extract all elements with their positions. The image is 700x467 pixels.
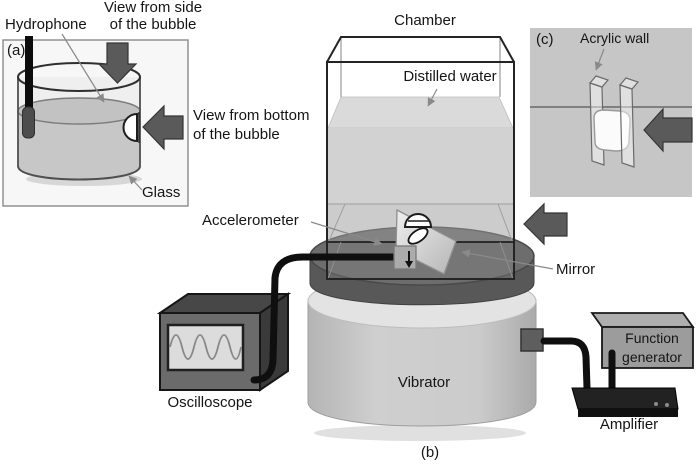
distilled-water-leader: [427, 88, 438, 107]
label-function-generator-line1: Function: [625, 330, 679, 346]
acrylic-wall-leader: [594, 48, 605, 71]
mirror-leader: [461, 249, 554, 270]
vibrator-amplifier-cable: [540, 337, 591, 392]
water-surface: [327, 96, 514, 129]
function-generator: [590, 312, 695, 369]
label-vibrator: Vibrator: [397, 374, 451, 391]
glass-water-body: [18, 111, 140, 180]
label-distilled-water: Distilled water: [403, 68, 497, 85]
glass-bottom: [17, 165, 141, 181]
label-mirror: Mirror: [556, 261, 596, 278]
accelerometer-leader: [310, 221, 383, 246]
vibrator-shadow: [314, 425, 526, 441]
label-view-bottom-line1: View from bottom: [193, 107, 310, 124]
glass-rim: [17, 62, 141, 92]
label-accelerometer: Accelerometer: [202, 212, 299, 229]
panel-c: [530, 28, 693, 197]
leader-lines: [61, 33, 605, 270]
amplifier: [571, 387, 679, 417]
label-acrylic-wall: Acrylic wall: [580, 30, 650, 46]
chamber-outline: [326, 36, 515, 280]
amplifier-front: [578, 409, 678, 417]
label-chamber: Chamber: [394, 12, 456, 29]
oscilloscope: [156, 292, 292, 392]
hydrophone-rod: [25, 36, 33, 110]
label-view-side: View from side of the bubble: [104, 0, 202, 33]
vibrator-body: [307, 299, 537, 427]
view-side-arrow: [97, 42, 138, 84]
function-generator-top: [590, 312, 695, 328]
view-bottom-arrow: [142, 104, 184, 151]
water-body: [328, 128, 513, 204]
panel-a-tag: (a): [7, 42, 26, 59]
bubble-reflection: [407, 227, 429, 245]
label-function-generator-line2: generator: [622, 349, 682, 365]
panel-c-tag: (c): [536, 31, 554, 48]
amplifier-led-2: [665, 403, 669, 407]
accelerometer-cable: [250, 253, 400, 384]
hydrophone-tip: [22, 106, 35, 139]
label-oscilloscope: Oscilloscope: [167, 394, 253, 411]
accelerometer-arrow-head: [405, 261, 413, 268]
vibrator-connector: [520, 328, 544, 352]
chamber-view-arrow: [523, 202, 568, 246]
amplifier-top: [571, 387, 679, 410]
chamber-thin-lines: [328, 203, 513, 242]
mirror-assembly: [393, 208, 457, 275]
label-view-bottom-line2: of the bubble: [193, 126, 280, 143]
side-bubble: [122, 112, 138, 143]
panel-a: [2, 36, 189, 207]
label-glass: Glass: [142, 184, 181, 201]
chamber-back-edges: [340, 37, 501, 97]
glass-leader: [128, 175, 143, 191]
glass-water-surface: [17, 97, 141, 125]
label-amplifier: Amplifier: [599, 416, 659, 433]
hydrophone-leader: [61, 33, 105, 103]
function-generator-front: [601, 326, 694, 369]
label-hydrophone: Hydrophone: [5, 16, 87, 33]
acrylic-wall-right: [618, 77, 640, 168]
panel-b-tag: (b): [420, 444, 440, 461]
label-view-bottom: View from bottom of the bubble: [193, 106, 309, 144]
label-view-side-line2: of the bubble: [109, 16, 197, 33]
sine-wave: [169, 334, 242, 360]
cables: [250, 253, 616, 394]
glass-walls: [17, 77, 141, 166]
label-function-generator: Function generator: [622, 329, 682, 367]
panel-c-arrow: [643, 107, 693, 153]
amplifier-led-1: [654, 402, 658, 406]
label-view-side-line1: View from side: [103, 0, 203, 16]
accelerometer-box: [393, 245, 417, 270]
